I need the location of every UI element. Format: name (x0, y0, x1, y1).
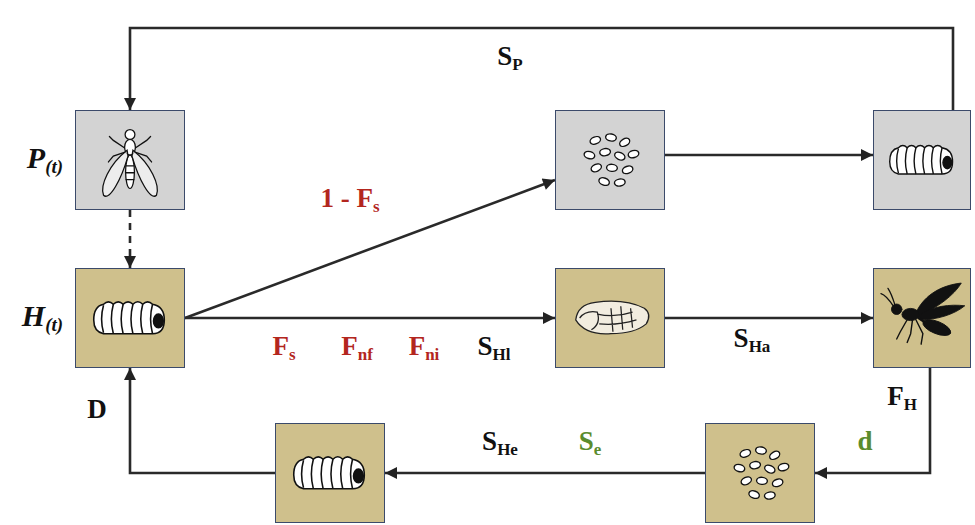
flow-arrow (665, 317, 873, 320)
stage-box (873, 110, 971, 210)
subscript: e (594, 440, 602, 459)
creature-icon (881, 283, 965, 344)
creature-icon (76, 269, 184, 367)
population-label: P(t) (27, 141, 63, 178)
subscript: s (289, 345, 296, 364)
creature-icon (294, 457, 365, 489)
creature-icon (874, 111, 970, 209)
flow-arrow (185, 180, 555, 318)
parameter-label: Se (578, 427, 603, 459)
stage-box (705, 423, 815, 523)
flow-arrow (129, 210, 132, 268)
creature-icon (103, 130, 158, 197)
flow-arrow (130, 28, 953, 110)
rate-label: D (86, 395, 108, 425)
subscript: s (373, 197, 380, 216)
creature-icon (874, 269, 970, 367)
flow-arrow (385, 472, 705, 475)
creature-icon (576, 301, 649, 334)
flow-arrow (665, 154, 873, 157)
subscript: (t) (45, 157, 63, 178)
stage-box (555, 110, 665, 210)
stage-box: H(t) (75, 268, 185, 368)
flow-arrow (130, 368, 275, 473)
subscript: He (497, 440, 518, 459)
subscript: H (904, 395, 917, 414)
stage-box: P(t) (75, 110, 185, 210)
parameter-label: Fni (408, 332, 441, 364)
creature-icon (556, 111, 664, 209)
flow-arrow (815, 368, 930, 473)
creature-icon (76, 111, 184, 209)
parameter-label: Fs (271, 332, 296, 364)
flow-arrow (185, 317, 555, 320)
stage-box (873, 268, 971, 368)
rate-label: SHa (733, 324, 772, 356)
subscript: P (512, 55, 522, 74)
parameter-label: SHe (481, 427, 519, 459)
parameter-label: SHl (477, 332, 512, 364)
creature-icon (706, 424, 814, 522)
parameter-label: Fnf (340, 332, 374, 364)
creature-icon (583, 133, 639, 187)
creature-icon (890, 146, 953, 174)
subscript: ni (425, 345, 439, 364)
stage-box (555, 268, 665, 368)
rate-label: SP (496, 42, 523, 74)
stage-box (275, 423, 385, 523)
creature-icon (276, 424, 384, 522)
creature-icon (556, 269, 664, 367)
parameter-label: d (856, 427, 873, 457)
creature-icon (94, 302, 165, 334)
subscript: Ha (749, 337, 771, 356)
subscript: (t) (45, 315, 63, 336)
rate-label: 1 - Fs (319, 184, 380, 216)
subscript: nf (358, 345, 373, 364)
creature-icon (733, 446, 789, 500)
population-label: H(t) (22, 299, 63, 336)
subscript: Hl (493, 345, 511, 364)
parameter-label: FH (886, 382, 918, 414)
